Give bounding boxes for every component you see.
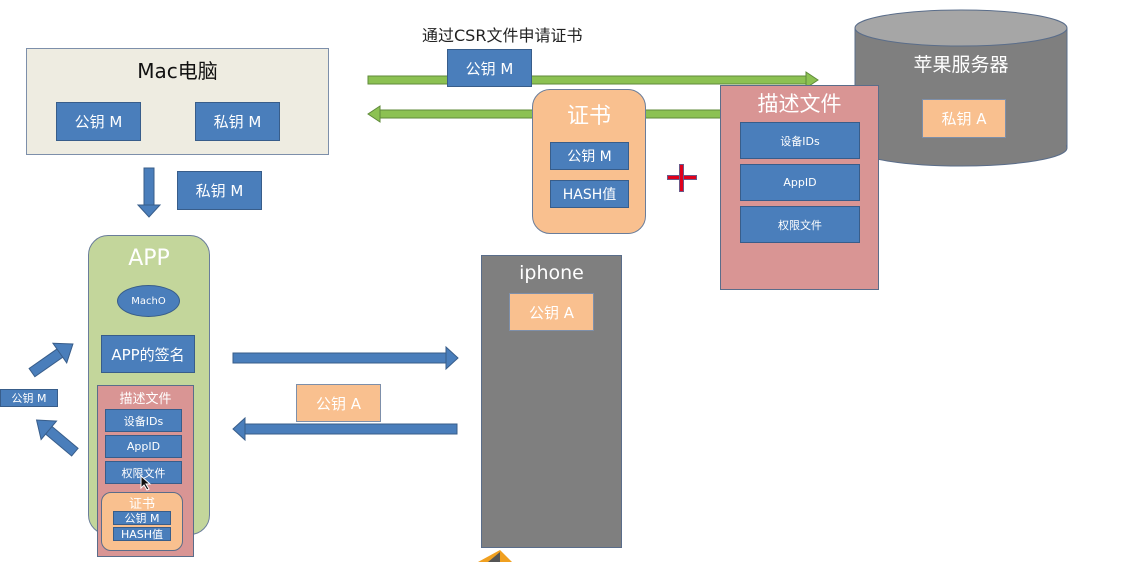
- green-arrow-to-server: [367, 71, 819, 89]
- app-certificate-box: 证书 公钥 M HASH值: [101, 492, 183, 551]
- mac-public-key: 公钥 M: [56, 102, 141, 141]
- app-certificate-title: 证书: [128, 497, 155, 512]
- app-signature: APP的签名: [101, 335, 195, 373]
- csr-label: 通过CSR文件申请证书: [422, 26, 583, 45]
- iphone-box: iphone 公钥 A: [481, 255, 622, 548]
- app-profile-title: 描述文件: [119, 392, 172, 407]
- arrow-app-to-iphone: [232, 345, 459, 371]
- certificate-box: 证书 公钥 M HASH值: [532, 89, 646, 234]
- mac-private-key: 私钥 M: [195, 102, 280, 141]
- certificate-public-key: 公钥 M: [550, 142, 629, 170]
- app-profile-box: 描述文件 设备IDs AppID 权限文件 证书 公钥 M HASH值: [97, 385, 194, 557]
- profile-item-appid: AppID: [740, 164, 860, 201]
- plus-icon: [667, 164, 697, 192]
- app-certificate-public-key: 公钥 M: [113, 511, 171, 525]
- iphone-transfer-key: 公钥 A: [296, 384, 381, 422]
- diagonal-arrow-back: [35, 419, 79, 457]
- apple-server-cylinder: [854, 9, 1068, 167]
- app-title: APP: [128, 246, 170, 271]
- app-profile-item-device-ids: 设备IDs: [105, 409, 182, 432]
- iphone-title: iphone: [519, 262, 584, 284]
- mac-title: Mac电脑: [137, 59, 218, 83]
- certificate-title: 证书: [566, 104, 611, 129]
- certificate-hash: HASH值: [550, 180, 629, 208]
- logo-icon: [478, 550, 512, 562]
- iphone-public-key: 公钥 A: [509, 293, 594, 331]
- private-key-transfer: 私钥 M: [177, 171, 262, 210]
- left-public-key: 公钥 M: [0, 389, 58, 407]
- provisioning-profile-title: 描述文件: [757, 92, 842, 116]
- mouse-cursor-icon: [140, 474, 152, 495]
- mac-computer-box: Mac电脑 公钥 M 私钥 M: [26, 48, 329, 155]
- app-profile-item-entitlements: 权限文件: [105, 461, 182, 484]
- diagonal-arrow-up: [28, 342, 74, 378]
- app-profile-item-appid: AppID: [105, 435, 182, 458]
- app-macho: MachO: [117, 285, 180, 317]
- apple-server-title: 苹果服务器: [913, 54, 1009, 76]
- profile-item-entitlements: 权限文件: [740, 206, 860, 243]
- app-certificate-hash: HASH值: [113, 527, 171, 541]
- apple-server-private-key: 私钥 A: [922, 99, 1006, 138]
- provisioning-profile-box: 描述文件 设备IDs AppID 权限文件: [720, 85, 879, 290]
- down-arrow-to-app: [136, 167, 162, 218]
- public-key-transfer: 公钥 M: [447, 49, 532, 87]
- arrow-iphone-to-app: [232, 416, 458, 442]
- profile-item-device-ids: 设备IDs: [740, 122, 860, 159]
